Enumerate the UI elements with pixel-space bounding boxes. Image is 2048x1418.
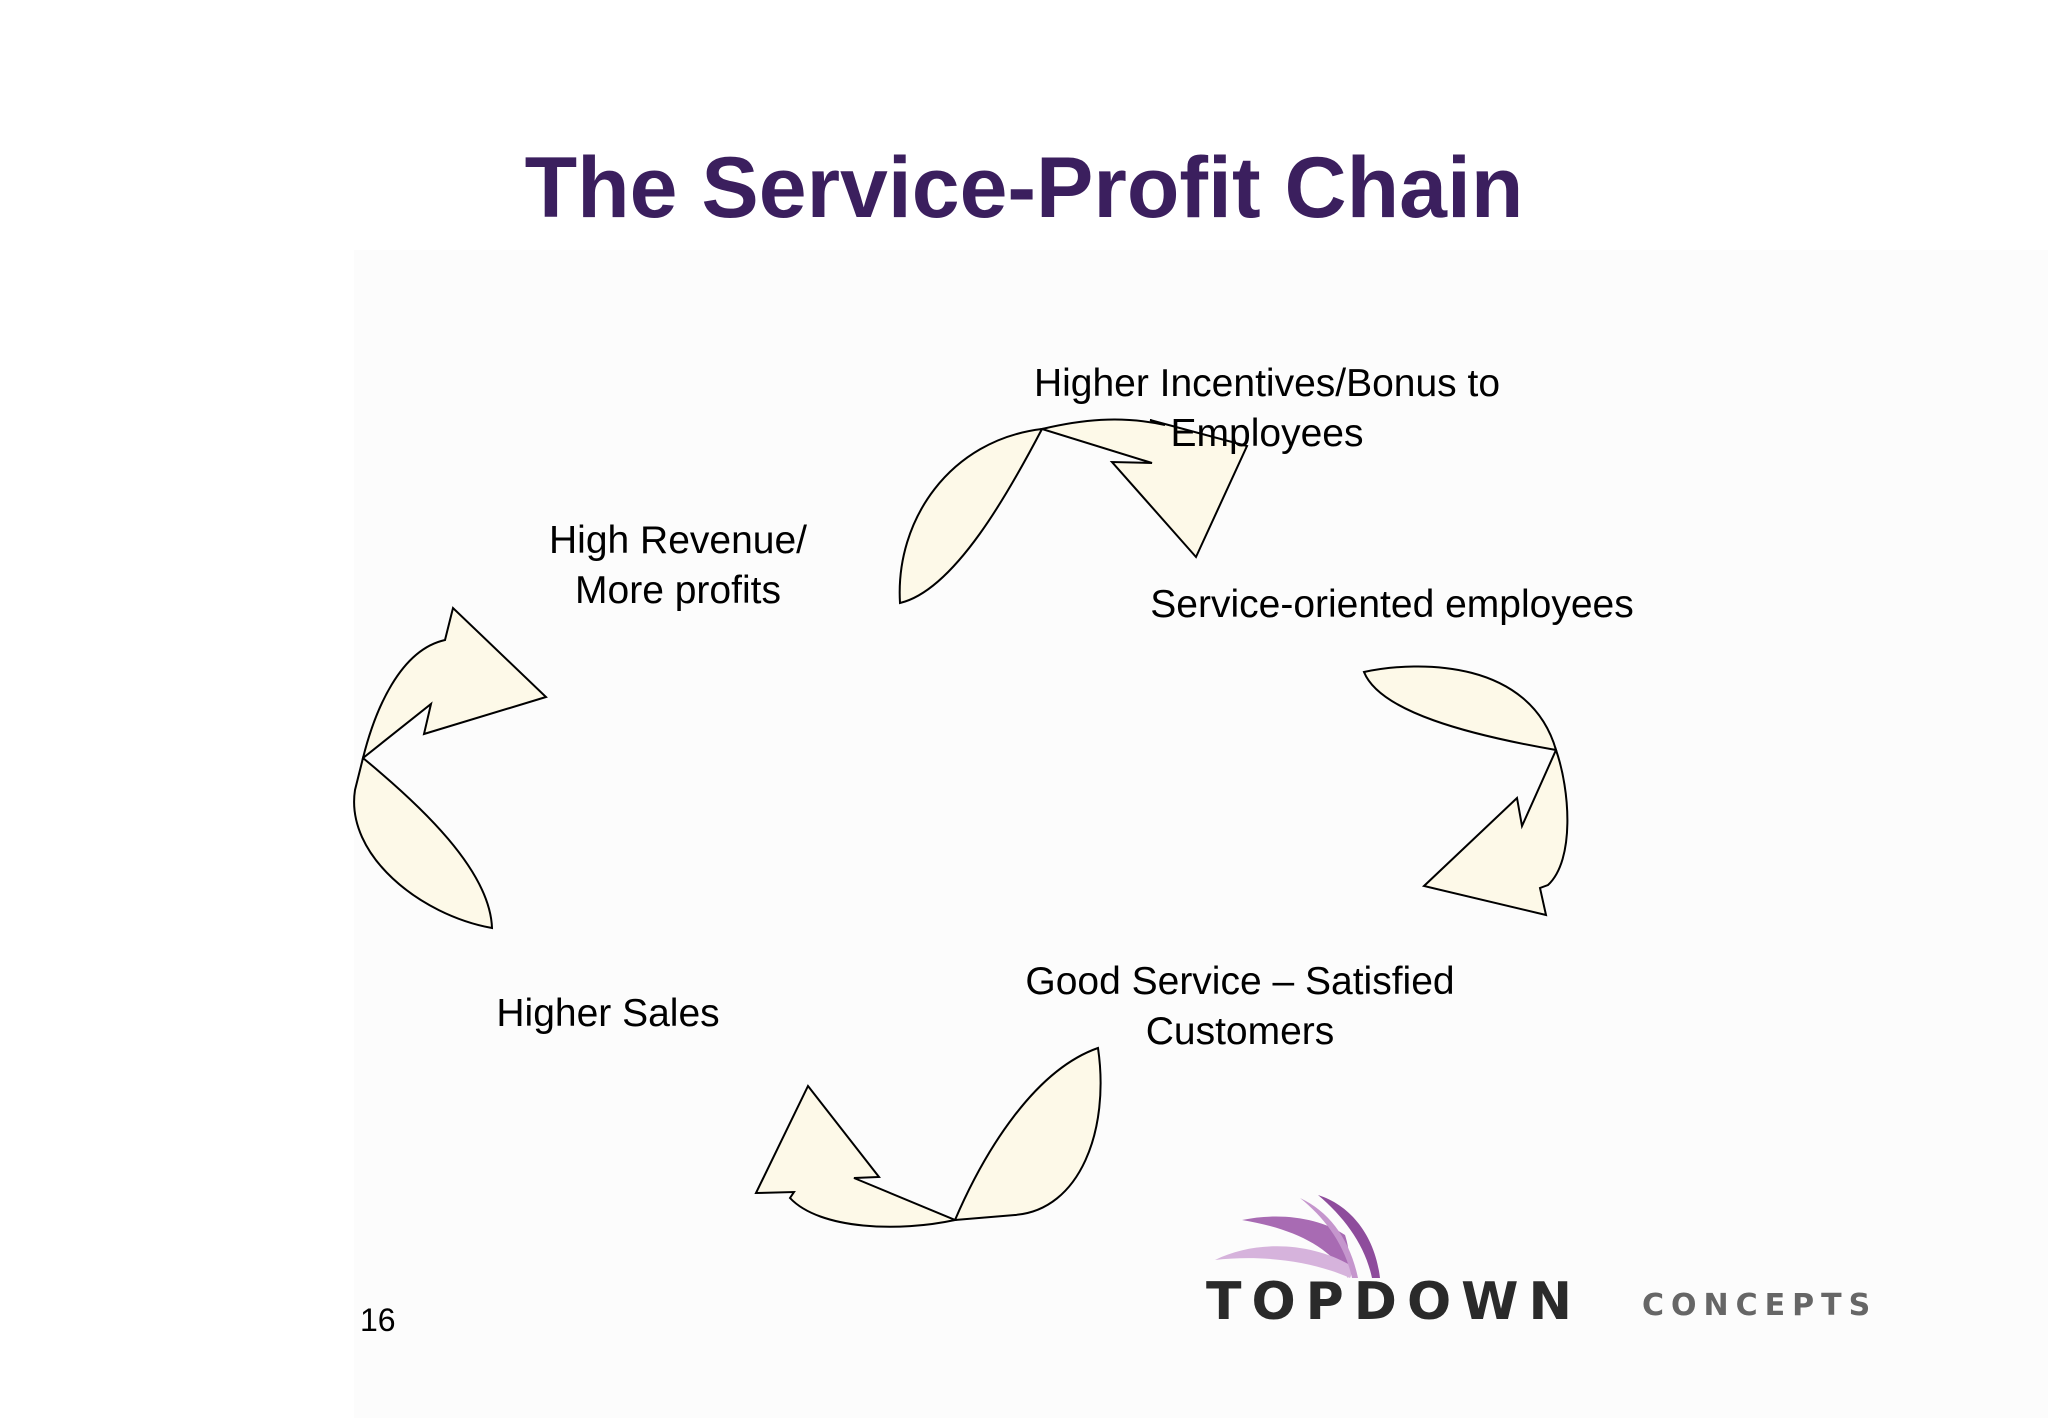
arrow-tail — [353, 756, 494, 930]
logo-main-text: TOPDOWN — [1206, 1272, 1583, 1332]
step-label-good-service: Good Service – Satisfied Customers — [940, 957, 1540, 1057]
step-label-line: Employees — [1170, 412, 1364, 455]
cycle-arrow-sales-to-revenue — [353, 606, 548, 930]
arrow-head — [361, 606, 548, 761]
arrow-tail — [898, 427, 1044, 605]
cycle-arrow-customers-to-sales — [754, 1046, 1102, 1228]
page-number: 16 — [360, 1302, 396, 1338]
arrow-head — [1421, 747, 1569, 917]
step-label-line: High Revenue/ — [549, 519, 807, 562]
arrow-head — [1038, 418, 1249, 559]
step-label-line: Good Service – Satisfied — [1025, 960, 1455, 1003]
step-label-higher-sales: Higher Sales — [408, 989, 808, 1039]
step-label-line: Higher Sales — [496, 992, 720, 1035]
step-label-line: Higher Incentives/Bonus to — [1033, 362, 1501, 405]
arrow-tail — [953, 1046, 1102, 1222]
arrow-tail — [1362, 665, 1558, 752]
step-label-service-employees: Service-oriented employees — [1092, 580, 1692, 630]
logo-swoosh-icon — [1215, 1195, 1380, 1278]
logo-sub-text: CONCEPTS — [1642, 1288, 1878, 1323]
topdown-concepts-logo: TOPDOWN CONCEPTS — [1200, 1190, 1960, 1332]
step-label-high-revenue: High Revenue/ More profits — [478, 516, 878, 616]
cycle-arrow-revenue-to-incentives — [898, 418, 1249, 605]
step-label-line: Service-oriented employees — [1150, 583, 1634, 626]
step-label-line: Customers — [1145, 1010, 1335, 1053]
cycle-arrow-employees-to-customers — [1362, 665, 1569, 917]
step-label-incentives: Higher Incentives/Bonus to Employees — [967, 359, 1567, 459]
arrow-head — [754, 1084, 959, 1228]
slide-title: The Service-Profit Chain — [524, 140, 1524, 236]
step-label-line: More profits — [575, 569, 781, 612]
